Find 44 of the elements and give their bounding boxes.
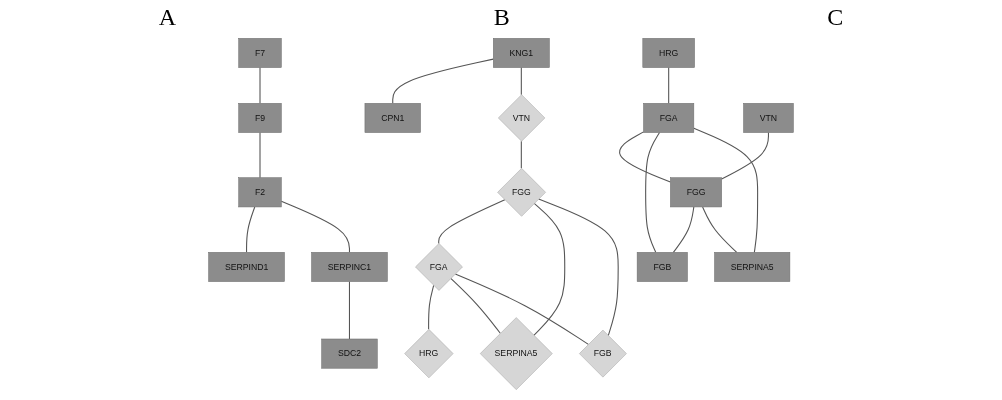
- node-box: FGA: [643, 103, 695, 133]
- connector: [520, 67, 522, 96]
- connector: [259, 67, 261, 104]
- connector: [438, 199, 506, 244]
- node-box: KNG1: [493, 38, 550, 68]
- connector: [392, 58, 494, 104]
- connector: [721, 132, 769, 180]
- connector: [259, 132, 261, 179]
- node-box: F2: [238, 177, 282, 208]
- node-diamond: VTN: [498, 94, 546, 142]
- node-box: SERPINC1: [311, 252, 388, 282]
- connector: [348, 281, 350, 340]
- node-box: F9: [238, 103, 282, 133]
- node-box: FGG: [670, 177, 722, 208]
- connector: [619, 131, 671, 183]
- connector: [533, 202, 566, 336]
- node-diamond: FGA: [415, 243, 463, 291]
- node-box: VTN: [743, 103, 794, 133]
- node-diamond: FGG: [497, 168, 546, 217]
- node-box: SERPIND1: [208, 252, 285, 282]
- node-box: F7: [238, 38, 282, 68]
- node-box: SERPINA5: [714, 252, 791, 282]
- node-box: HRG: [642, 38, 695, 68]
- node-box: CPN1: [364, 103, 421, 133]
- connector: [702, 206, 738, 253]
- node-box: SDC2: [321, 338, 378, 369]
- node-box: FGB: [636, 252, 688, 282]
- node-diamond: HRG: [404, 329, 454, 379]
- connector: [538, 198, 619, 337]
- connector: [454, 273, 589, 345]
- connector: [450, 277, 501, 334]
- connector: [280, 200, 350, 253]
- connector: [672, 206, 695, 253]
- connector: [520, 140, 522, 169]
- connector: [645, 132, 661, 253]
- node-diamond: SERPINA5: [479, 317, 553, 390]
- connector: [428, 284, 435, 330]
- connector: [246, 206, 256, 253]
- connector: [668, 67, 670, 104]
- panel-letter: C: [827, 3, 844, 31]
- panel-letter: B: [493, 3, 510, 31]
- node-diamond: FGB: [579, 329, 627, 378]
- panel-letter: A: [158, 3, 177, 31]
- connector: [693, 127, 759, 253]
